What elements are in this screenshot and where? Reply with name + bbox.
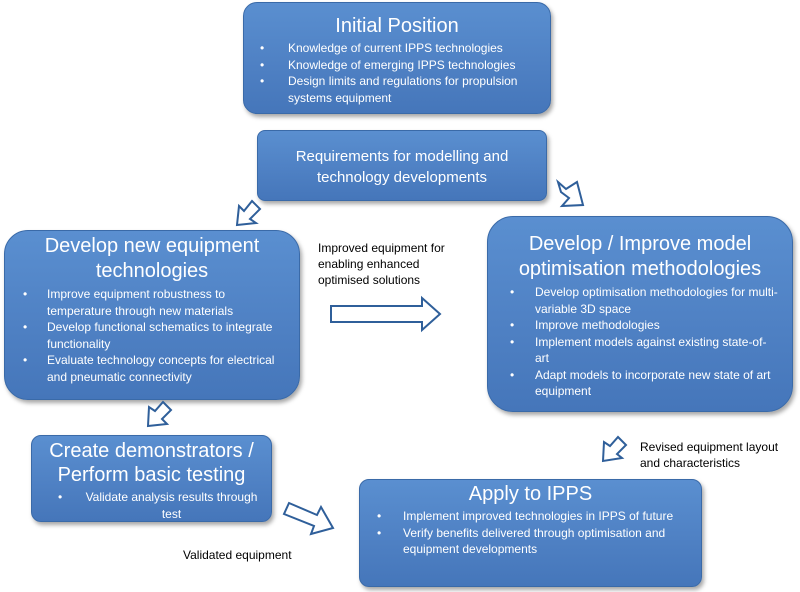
develop-equipment-list: Improve equipment robustness to temperat…	[23, 286, 291, 385]
improved-equipment-label: Improved equipment for enabling enhanced…	[318, 241, 445, 287]
initial-position-list: Knowledge of current IPPS technologies K…	[260, 40, 550, 106]
initial-position-title: Initial Position	[335, 15, 459, 37]
validated-equipment-label: Validated equipment	[183, 548, 292, 562]
list-item: Design limits and regulations for propul…	[260, 73, 550, 106]
arrow-right-icon	[330, 295, 442, 333]
arrow-down-right-icon	[282, 501, 335, 536]
list-item: Improve equipment robustness to temperat…	[23, 286, 291, 319]
arrow-down-right-icon	[556, 178, 585, 208]
initial-position-box: Initial Position Knowledge of current IP…	[243, 2, 551, 114]
list-item: Evaluate technology concepts for electri…	[23, 352, 291, 385]
arrow-down-left-icon	[235, 199, 262, 227]
list-item: Improve methodologies	[510, 317, 778, 334]
list-item: Knowledge of current IPPS technologies	[260, 40, 550, 57]
apply-ipps-title: Apply to IPPS	[468, 483, 593, 505]
develop-model-list: Develop optimisation methodologies for m…	[510, 284, 778, 400]
requirements-title: Requirements for modelling and technolog…	[295, 148, 509, 186]
list-item: Develop functional schematics to integra…	[23, 319, 291, 352]
arrow-down-left-icon	[601, 435, 628, 463]
list-item: Verify benefits delivered through optimi…	[377, 525, 693, 558]
develop-model-box: Develop / Improve model optimisation met…	[487, 216, 793, 412]
list-item: Validate analysis results through test	[58, 489, 267, 522]
develop-model-title: Develop / Improve model optimisation met…	[518, 233, 762, 280]
develop-equipment-box: Develop new equipment technologies Impro…	[4, 230, 300, 400]
list-item: Develop optimisation methodologies for m…	[510, 284, 778, 317]
list-item: Adapt models to incorporate new state of…	[510, 367, 778, 400]
demonstrators-title: Create demonstrators / Perform basic tes…	[49, 440, 254, 486]
requirements-box: Requirements for modelling and technolog…	[257, 130, 547, 201]
apply-ipps-box: Apply to IPPS Implement improved technol…	[359, 479, 702, 587]
demonstrators-list: Validate analysis results through test	[58, 489, 267, 522]
develop-equipment-title: Develop new equipment technologies	[44, 235, 260, 282]
revised-layout-label: Revised equipment layout and characteris…	[640, 440, 779, 470]
apply-ipps-list: Implement improved technologies in IPPS …	[377, 508, 693, 558]
list-item: Knowledge of emerging IPPS technologies	[260, 57, 550, 74]
list-item: Implement improved technologies in IPPS …	[377, 508, 693, 525]
arrow-down-left-icon	[146, 400, 173, 428]
demonstrators-box: Create demonstrators / Perform basic tes…	[31, 435, 272, 522]
list-item: Implement models against existing state-…	[510, 334, 778, 367]
